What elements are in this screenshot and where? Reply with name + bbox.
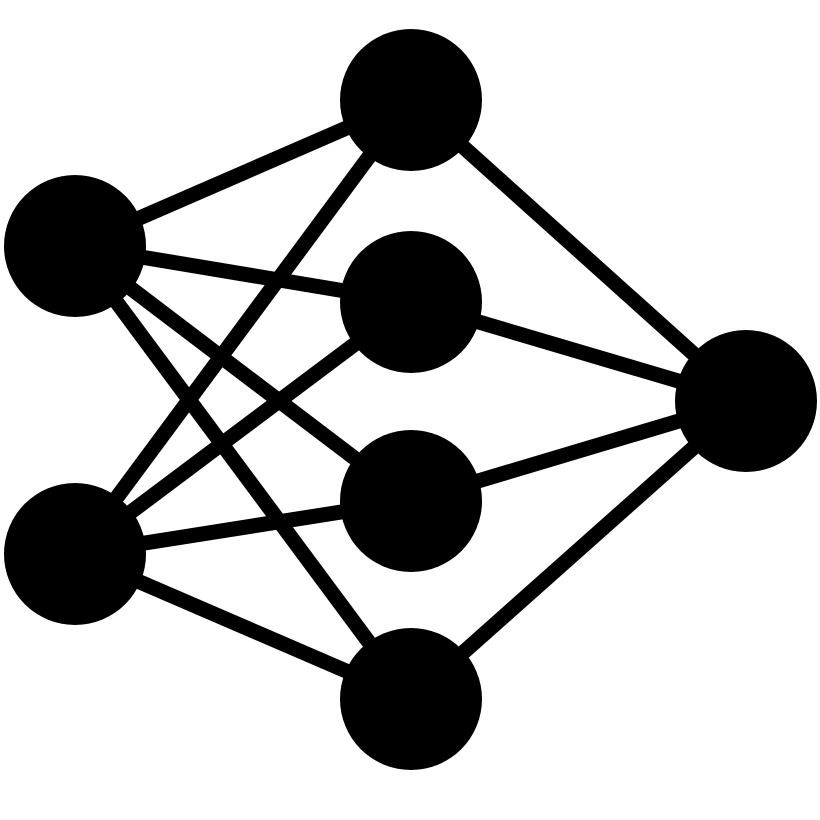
hidden-node-2 [340,231,482,373]
edge-hidden-1-to-output-1 [405,94,752,407]
edge-input-2-to-hidden-1 [68,95,418,559]
node-group [4,29,817,770]
edge-input-1-to-hidden-4 [68,241,418,704]
output-node-1 [675,330,817,472]
edge-group [68,93,752,706]
input-node-1 [4,175,146,317]
hidden-node-4 [340,628,482,770]
hidden-node-1 [340,29,482,171]
hidden-node-3 [340,430,482,572]
input-node-2 [4,483,146,625]
edge-hidden-4-to-output-1 [406,395,751,705]
